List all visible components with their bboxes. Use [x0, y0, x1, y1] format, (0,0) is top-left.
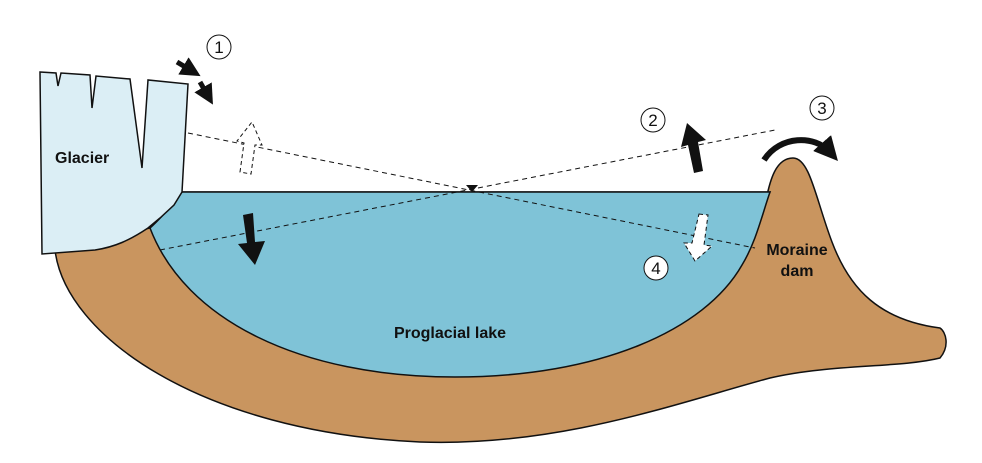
- calving-arrow-icon: [175, 57, 201, 77]
- calving-arrow-icon-2: [194, 80, 213, 105]
- svg-text:4: 4: [651, 259, 660, 278]
- moraine-label-line1: Moraine: [766, 242, 827, 259]
- marker-2: 2: [640, 107, 666, 133]
- moraine-label-line2: dam: [781, 263, 814, 280]
- overtopping-arrow-icon: [761, 135, 838, 162]
- glacier: [39, 71, 189, 255]
- svg-text:1: 1: [214, 38, 223, 57]
- svg-text:3: 3: [817, 99, 826, 118]
- solid-up-arrow-icon: [681, 123, 706, 173]
- glacier-label: Glacier: [55, 150, 109, 167]
- lake-label: Proglacial lake: [394, 325, 506, 342]
- marker-3: 3: [809, 95, 835, 121]
- marker-4: 4: [643, 255, 669, 281]
- pivot-triangle: [466, 185, 478, 192]
- marker-1: 1: [206, 34, 232, 60]
- proglacial-lake: [149, 191, 772, 378]
- svg-text:2: 2: [648, 111, 657, 130]
- water-level-line-b: [159, 129, 776, 251]
- hollow-up-arrow-icon: [236, 121, 263, 175]
- hollow-down-arrow-icon: [683, 213, 714, 262]
- solid-down-arrow-icon: [238, 213, 265, 265]
